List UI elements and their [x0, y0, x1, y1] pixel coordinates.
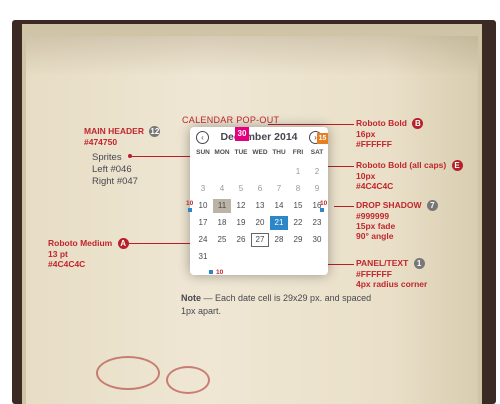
main-header-badge: 12 [149, 126, 161, 138]
date-cell[interactable]: 9 [314, 184, 320, 193]
panel-text-radius: 4px radius corner [356, 279, 428, 290]
drop-shadow-fade: 15px fade [356, 221, 396, 232]
roboto-bold-badge: B [412, 118, 424, 130]
diagram-title: CALENDAR POP-OUT [182, 115, 280, 125]
spacing-marker [209, 270, 213, 274]
calendar-month: December 2014 [220, 131, 298, 143]
roboto-bold-color: #FFFFFF [356, 139, 392, 150]
calendar-header: ‹ December 2014 › [190, 127, 328, 147]
date-cell[interactable]: 12 [236, 201, 246, 210]
roboto-bold-caps-badge: E [451, 160, 463, 172]
panel-text-badge: 1 [413, 258, 425, 270]
leader-line-drop-shadow [334, 206, 354, 207]
date-cell[interactable]: 7 [276, 184, 282, 193]
date-cell[interactable]: 18 [217, 218, 227, 227]
annotation-roboto-bold: Roboto Bold B 16px #FFFFFF [356, 118, 424, 150]
leader-line-sprites [130, 156, 190, 157]
drop-shadow-color: #999999 [356, 211, 390, 222]
date-cell[interactable]: 22 [293, 218, 303, 227]
doodle-decoration [96, 356, 160, 390]
date-cell[interactable]: 19 [236, 218, 246, 227]
date-cell[interactable]: 17 [198, 218, 208, 227]
note: Note — Each date cell is 29x29 px. and s… [181, 292, 381, 318]
roboto-medium-size: 13 pt [48, 249, 68, 260]
drop-shadow-title: DROP SHADOW [356, 200, 422, 210]
leader-line-roboto-medium [128, 243, 198, 244]
date-cell[interactable]: 28 [274, 235, 284, 244]
annotation-panel-text: PANEL/TEXT 1 #FFFFFF 4px radius corner [356, 258, 427, 289]
date-cell[interactable]: 23 [312, 218, 322, 227]
annotation-roboto-medium: Roboto Medium A 13 pt #4C4C4C [48, 238, 129, 269]
notebook-page [26, 36, 478, 404]
date-cell[interactable]: 24 [198, 235, 208, 244]
panel-text-color: #FFFFFF [356, 269, 392, 280]
spacing-marker [320, 208, 324, 212]
leader-line-roboto-bold-caps [314, 166, 354, 167]
date-cell[interactable]: 25 [217, 235, 227, 244]
date-cell[interactable]: 1 [295, 167, 301, 176]
date-cell[interactable]: 27 [251, 233, 269, 247]
spacing-marker-label: 10 [186, 200, 194, 207]
annotation-drop-shadow: DROP SHADOW 7 #999999 15px fade 90° angl… [356, 200, 438, 241]
date-cell[interactable]: 15 [293, 201, 303, 210]
roboto-medium-title: Roboto Medium [48, 238, 113, 248]
date-cell[interactable]: 8 [295, 184, 301, 193]
note-label: Note [181, 293, 201, 303]
roboto-bold-caps-size: 10px [356, 171, 376, 182]
date-cell[interactable]: 16 [312, 201, 322, 210]
annotation-roboto-bold-caps: Roboto Bold (all caps) E 10px #4C4C4C [356, 160, 463, 191]
date-cell[interactable]: 26 [236, 235, 246, 244]
main-header-value: #474750 [84, 137, 118, 148]
weekday-fri: FRI [292, 149, 304, 156]
annotation-sprites: Sprites Left #046 Right #047 [92, 152, 138, 188]
spacing-marker-label: 10 [320, 200, 328, 207]
date-cell[interactable]: 11 [213, 199, 231, 213]
date-cell[interactable]: 30 [312, 235, 322, 244]
weekday-sun: SUN [196, 149, 210, 156]
sprites-right: Right #047 [92, 176, 138, 187]
roboto-medium-badge: A [117, 238, 129, 250]
roboto-bold-size: 16px [356, 129, 376, 140]
date-cell[interactable]: 14 [274, 201, 284, 210]
weekday-thu: THU [272, 149, 286, 156]
roboto-bold-title: Roboto Bold [356, 118, 407, 128]
panel-text-title: PANEL/TEXT [356, 258, 409, 268]
date-cell[interactable]: 2 [314, 167, 320, 176]
date-cell[interactable]: 10 [198, 201, 208, 210]
leader-line-roboto-bold [268, 124, 354, 125]
weekday-wed: WED [252, 149, 268, 156]
sprites-left: Left #046 [92, 164, 132, 175]
doodle-decoration [166, 366, 210, 394]
date-cell[interactable]: 3 [200, 184, 206, 193]
roboto-bold-caps-color: #4C4C4C [356, 181, 394, 192]
prev-month-icon[interactable]: ‹ [196, 131, 209, 144]
date-cell[interactable]: 6 [257, 184, 263, 193]
leader-dot-sprites [128, 154, 132, 158]
date-cell[interactable]: 4 [219, 184, 225, 193]
spacing-marker-label: 10 [216, 269, 224, 276]
annotation-main-header: MAIN HEADER 12 #474750 [84, 126, 161, 148]
date-cell[interactable]: 13 [255, 201, 265, 210]
date-cell[interactable]: 21 [270, 216, 288, 230]
drop-shadow-angle: 90° angle [356, 231, 394, 242]
drop-shadow-badge: 7 [426, 200, 438, 212]
date-cell[interactable]: 31 [198, 252, 208, 261]
date-cell[interactable]: 29 [293, 235, 303, 244]
weekday-tue: TUE [234, 149, 248, 156]
weekday-mon: MON [214, 149, 230, 156]
sprite-indicator: 30 [235, 127, 249, 141]
note-text: — Each date cell is 29x29 px. and spaced… [181, 293, 372, 316]
spacing-marker [188, 208, 192, 212]
roboto-bold-caps-title: Roboto Bold (all caps) [356, 160, 447, 170]
weekday-sat: SAT [310, 149, 324, 156]
date-cell[interactable]: 5 [238, 184, 244, 193]
sprites-title: Sprites [92, 152, 122, 163]
main-header-title: MAIN HEADER [84, 126, 144, 136]
orange-badge: 15 [317, 133, 328, 144]
roboto-medium-color: #4C4C4C [48, 259, 86, 270]
date-cell[interactable]: 20 [255, 218, 265, 227]
